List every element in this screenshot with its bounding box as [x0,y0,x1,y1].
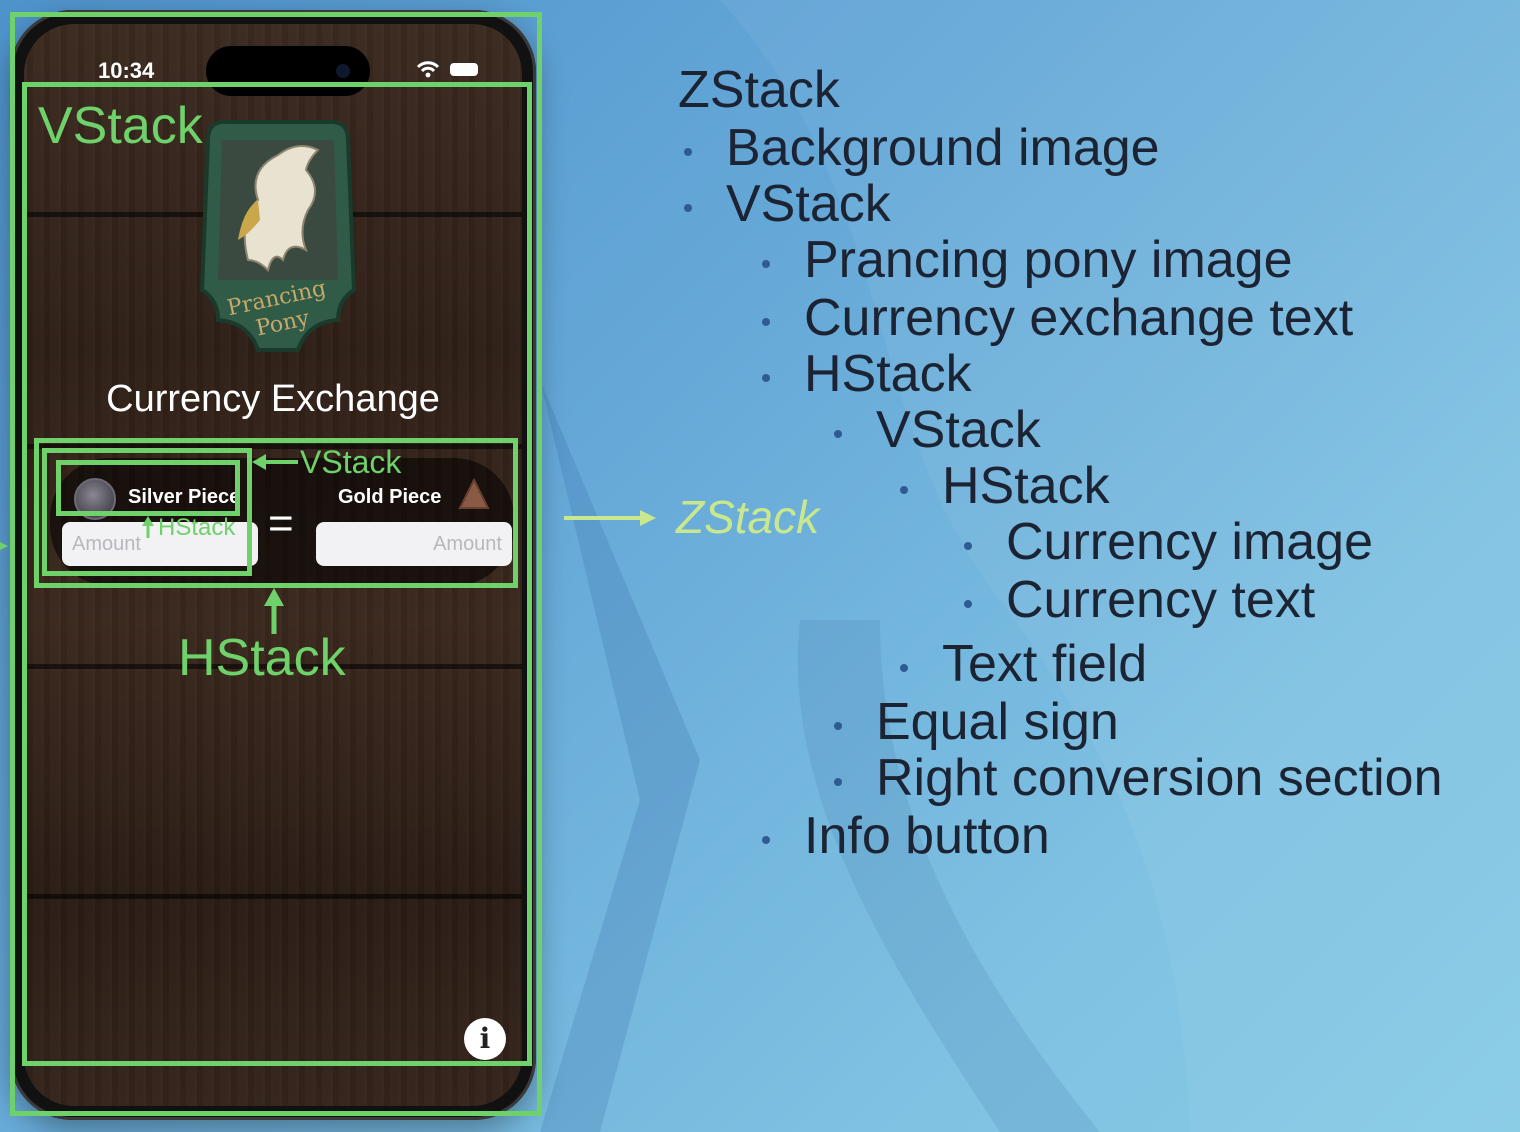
prancing-pony-logo: Prancing Pony [199,119,357,352]
phone-screen: 10:34 Prancing Pony Currency Exchange Si… [24,24,522,1106]
zstack-box [10,12,542,1116]
hstack-box [34,438,518,588]
inner-hstack-box [56,460,240,516]
outer-vstack-label: VStack [38,97,203,155]
bullet [762,836,770,844]
outline-item: Equal sign [876,693,1119,751]
outline-item: HStack [942,457,1110,515]
status-icons [416,60,478,78]
outline-item: Background image [726,119,1160,177]
outline-item: Right conversion section [876,749,1443,807]
left-amount-field[interactable]: Amount [62,522,258,566]
inner-hstack-label: HStack [158,514,236,541]
outline-item: Info button [804,807,1050,865]
zstack-callout: ZStack [676,491,820,543]
hstack-label: HStack [178,629,346,687]
outer-vstack-box [22,82,532,1066]
outline-item: VStack [726,175,891,233]
currency-exchange-title: Currency Exchange [106,378,440,420]
bullet [684,148,692,156]
bullet [834,430,842,438]
outline-item: HStack [804,345,972,403]
wifi-icon [416,61,440,78]
outline-item: VStack [876,401,1041,459]
dynamic-island [206,46,370,96]
inner-vstack-label: VStack [300,444,402,480]
outline-item: Currency image [1006,513,1374,571]
outline-item: ZStack [678,61,840,119]
info-button[interactable]: i [464,1018,506,1060]
gold-piece-icon [458,477,490,509]
bullet [964,600,972,608]
phone-mockup: 10:34 Prancing Pony Currency Exchange Si… [10,10,536,1120]
silver-piece-label: Silver Piece [128,486,241,508]
outline-item: Prancing pony image [804,231,1293,289]
bullet [762,374,770,382]
bullet [964,542,972,550]
equal-sign: = [268,499,294,548]
bullet [762,318,770,326]
outline-item: Currency exchange text [804,289,1354,347]
outline-item: Text field [942,635,1148,693]
battery-icon [450,62,478,76]
bullet [684,204,692,212]
bullet [834,778,842,786]
bullet [900,664,908,672]
outline-item: Currency text [1006,571,1316,629]
right-amount-field[interactable]: Amount [316,522,512,566]
inner-vstack-box [42,448,252,576]
bullet [834,722,842,730]
camera-icon [336,64,350,78]
gold-piece-label: Gold Piece [338,486,442,508]
status-time: 10:34 [98,58,155,83]
bullet [900,486,908,494]
bullet [762,260,770,268]
